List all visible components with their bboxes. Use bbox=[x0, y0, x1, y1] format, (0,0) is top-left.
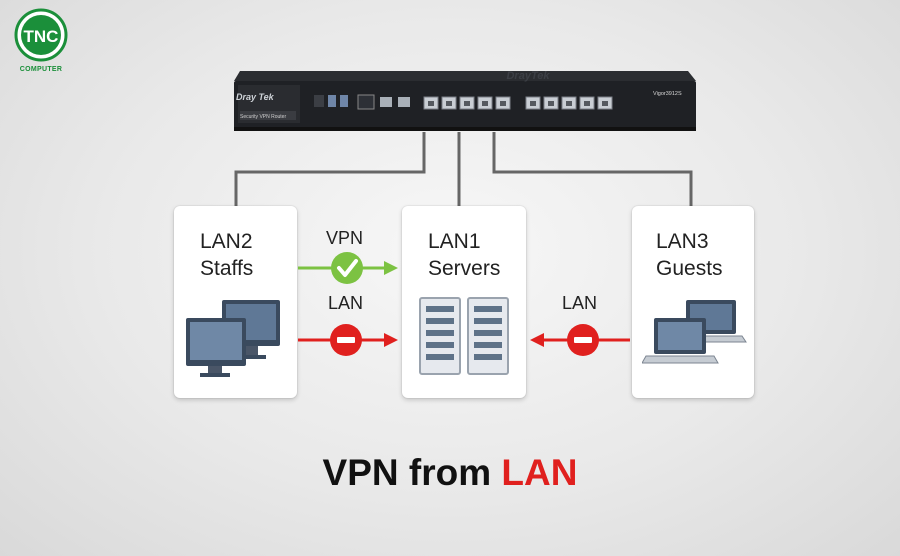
lan-label-right: LAN bbox=[562, 293, 598, 313]
desktop-computers-icon bbox=[186, 300, 280, 377]
lan3-card: LAN3 Guests bbox=[632, 206, 754, 398]
no-entry-icon-right bbox=[567, 324, 599, 356]
lan3-desc: Guests bbox=[656, 257, 723, 280]
cable-lan3 bbox=[492, 132, 693, 210]
lan2-card: LAN2 Staffs bbox=[174, 206, 297, 398]
router-model: Vigor3912S bbox=[653, 91, 682, 97]
router-front-brand: Dray Tek bbox=[236, 92, 274, 102]
lan1-title: LAN1 Servers bbox=[428, 228, 500, 282]
lan2-title: LAN2 Staffs bbox=[200, 228, 253, 282]
tnc-logo: TNC COMPUTER bbox=[14, 8, 68, 73]
logo-caption: COMPUTER bbox=[19, 66, 63, 73]
server-towers-icon bbox=[419, 297, 509, 375]
lan1-card: LAN1 Servers bbox=[402, 206, 526, 398]
vpn-label: VPN bbox=[326, 228, 364, 248]
headline-part2: LAN bbox=[501, 452, 578, 493]
check-icon bbox=[331, 252, 363, 284]
lan2-name: LAN2 bbox=[200, 230, 253, 253]
lan1-desc: Servers bbox=[428, 257, 501, 280]
lan3-title: LAN3 Guests bbox=[656, 228, 723, 282]
headline-part1: VPN from bbox=[322, 452, 502, 493]
lan3-name: LAN3 bbox=[656, 230, 709, 253]
router-subtitle: Security VPN Router bbox=[240, 114, 287, 120]
router-brand-emboss: DrayTek bbox=[506, 70, 550, 82]
lan1-name: LAN1 bbox=[428, 230, 481, 253]
logo-letters: TNC bbox=[24, 27, 59, 46]
cable-lan2 bbox=[234, 132, 426, 210]
lan-label-left: LAN bbox=[328, 293, 364, 313]
router-device: DrayTek bbox=[234, 70, 696, 131]
lan2-desc: Staffs bbox=[200, 257, 254, 280]
headline: VPN from LAN bbox=[0, 452, 900, 494]
laptops-icon bbox=[642, 300, 747, 364]
no-entry-icon-left bbox=[330, 324, 362, 356]
